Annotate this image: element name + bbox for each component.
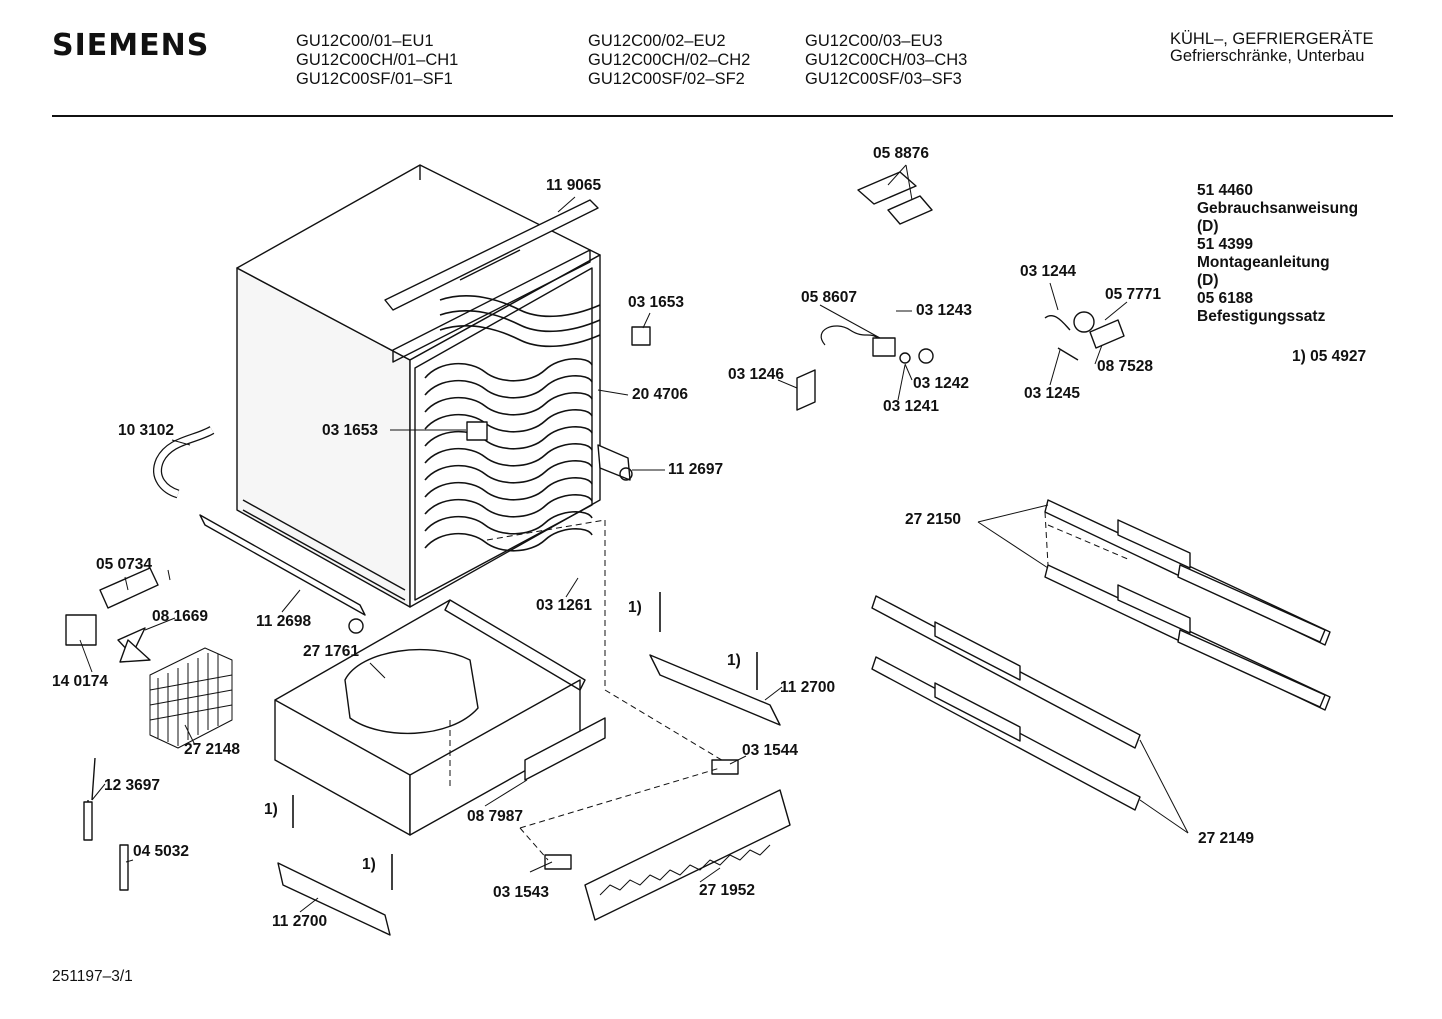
part-fan-assembly <box>65 567 159 663</box>
part-foot-bracket-right <box>649 654 781 726</box>
model-column-1: GU12C00/01–EU1 GU12C00CH/01–CH1 GU12C00S… <box>296 32 458 89</box>
assembly-guide-lines <box>449 511 1131 861</box>
part-label: 03 1653 <box>628 294 685 311</box>
part-label: 20 4706 <box>632 386 689 403</box>
evaporator-coils <box>424 295 601 552</box>
part-condenser <box>149 647 233 749</box>
part-label: 11 9065 <box>546 177 602 194</box>
part-label: 27 1952 <box>699 882 756 899</box>
model-column-3: GU12C00/03–EU3 GU12C00CH/03–CH3 GU12C00S… <box>805 32 967 89</box>
model-code: GU12C00/03–EU3 <box>805 32 943 50</box>
part-pad-b <box>887 195 933 225</box>
part-ventilation-grille <box>584 789 791 921</box>
part-label: 27 2148 <box>184 741 241 758</box>
model-code: GU12C00SF/02–SF2 <box>588 70 745 88</box>
doc-line: Montageanleitung <box>1197 254 1330 271</box>
part-label: 10 3102 <box>118 422 175 439</box>
model-code: GU12C00CH/02–CH2 <box>588 51 751 69</box>
part-adjustable-feet <box>292 592 758 890</box>
part-label: 08 1669 <box>152 608 209 625</box>
doc-line: 51 4460 <box>1197 182 1254 199</box>
part-label: 05 0734 <box>96 556 153 573</box>
part-hinge-bottom-right <box>597 444 633 481</box>
part-slide-rail-lower-2 <box>871 656 1141 811</box>
part-clip-031543 <box>544 854 572 870</box>
part-hinge-plate-top <box>384 199 599 311</box>
part-label: 11 2698 <box>256 613 312 630</box>
drawing-code: 251197–3/1 <box>52 968 133 985</box>
part-slide-rail-upper-1 <box>1044 499 1331 646</box>
model-code: GU12C00/02–EU2 <box>588 32 726 50</box>
part-label: 08 7987 <box>467 808 524 825</box>
category: KÜHL–, GEFRIERGERÄTE Gefrierschränke, Un… <box>1170 31 1374 65</box>
part-label: 03 1243 <box>916 302 973 319</box>
part-lamp-assembly <box>1044 311 1125 361</box>
part-label: 14 0174 <box>52 673 109 690</box>
part-label: 27 2150 <box>905 511 962 528</box>
part-pad-a <box>857 171 917 205</box>
part-bracket-031653-a <box>631 326 651 346</box>
part-sensor-045032 <box>119 844 129 891</box>
part-label: 03 1246 <box>728 366 785 383</box>
part-label: 03 1544 <box>742 742 799 759</box>
part-label: 03 1245 <box>1024 385 1081 402</box>
part-label: 11 2700 <box>780 679 836 696</box>
part-label: 08 7528 <box>1097 358 1154 375</box>
part-foot-bracket-left <box>277 862 391 936</box>
part-bottom-rail-left <box>199 514 366 634</box>
part-label: 1) <box>628 599 642 616</box>
model-code: GU12C00SF/03–SF3 <box>805 70 962 88</box>
doc-line: Befestigungssatz <box>1197 308 1326 325</box>
part-bracket-031653-b <box>466 421 488 441</box>
part-drain-hose-inner <box>154 427 214 498</box>
part-label: 27 2149 <box>1198 830 1255 847</box>
header-divider <box>52 115 1393 117</box>
part-label: 11 2697 <box>668 461 724 478</box>
part-base-frame <box>274 599 606 836</box>
part-label: 03 1543 <box>493 884 550 901</box>
category-subtitle: Gefrierschränke, Unterbau <box>1170 47 1365 65</box>
doc-line: Gebrauchsanweisung <box>1197 200 1359 217</box>
part-drip-tray <box>344 648 479 735</box>
model-column-2: GU12C00/02–EU2 GU12C00CH/02–CH2 GU12C00S… <box>588 32 750 89</box>
part-label: 03 1261 <box>536 597 593 614</box>
doc-line: 05 6188 <box>1197 290 1254 307</box>
part-label: 03 1244 <box>1020 263 1077 280</box>
model-code: GU12C00CH/03–CH3 <box>805 51 968 69</box>
part-label: 04 5032 <box>133 843 190 860</box>
part-label: 27 1761 <box>303 643 360 660</box>
model-code: GU12C00/01–EU1 <box>296 32 434 50</box>
part-leader-lines <box>79 164 1189 913</box>
model-code: GU12C00SF/01–SF1 <box>296 70 453 88</box>
part-label: 03 1242 <box>913 375 970 392</box>
part-slide-rail-lower-1 <box>871 595 1141 749</box>
doc-line: 51 4399 <box>1197 236 1254 253</box>
part-label: 05 7771 <box>1105 286 1162 303</box>
documents-list: 51 4460 Gebrauchsanweisung (D) 51 4399 M… <box>1197 182 1358 326</box>
part-label: 05 8607 <box>801 289 858 306</box>
footnote: 1) 05 4927 <box>1292 348 1367 365</box>
category-title: KÜHL–, GEFRIERGERÄTE <box>1170 30 1374 48</box>
part-label: 1) <box>264 801 278 818</box>
part-slide-rail-upper-2 <box>1044 564 1331 711</box>
part-label: 03 1241 <box>883 398 940 415</box>
model-code: GU12C00CH/01–CH1 <box>296 51 459 69</box>
part-sensor-123697 <box>83 801 93 841</box>
part-label: 1) <box>727 652 741 669</box>
part-thermostat <box>796 325 934 411</box>
part-label: 1) <box>362 856 376 873</box>
doc-line: (D) <box>1197 218 1219 235</box>
part-label: 11 2700 <box>272 913 328 930</box>
part-label: 12 3697 <box>104 777 161 794</box>
doc-line: (D) <box>1197 272 1219 289</box>
part-label: 05 8876 <box>873 145 930 162</box>
part-label: 03 1653 <box>322 422 379 439</box>
brand-logo: SIEMENS <box>52 28 210 63</box>
